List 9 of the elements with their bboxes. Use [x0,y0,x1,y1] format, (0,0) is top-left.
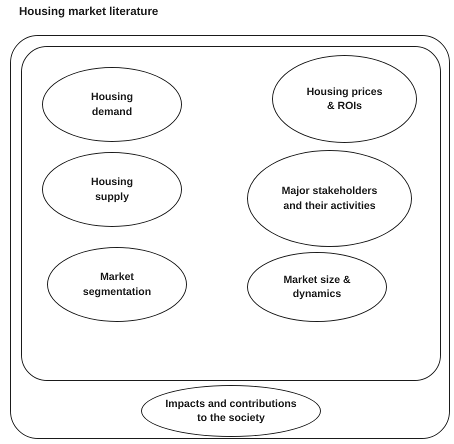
topic-label: Impacts and contributions to the society [164,396,298,426]
topic-label: Housing supply [90,175,134,204]
topic-label: Housing demand [90,90,134,119]
topic-label: Market segmentation [82,270,152,299]
topic-label: Major stakeholders and their activities [280,184,378,213]
topic-label: Housing prices & ROIs [306,84,384,114]
topic-label: Market size & dynamics [282,272,352,302]
rounded-frame [21,46,441,381]
frame-heading: Housing market literature [19,6,158,18]
